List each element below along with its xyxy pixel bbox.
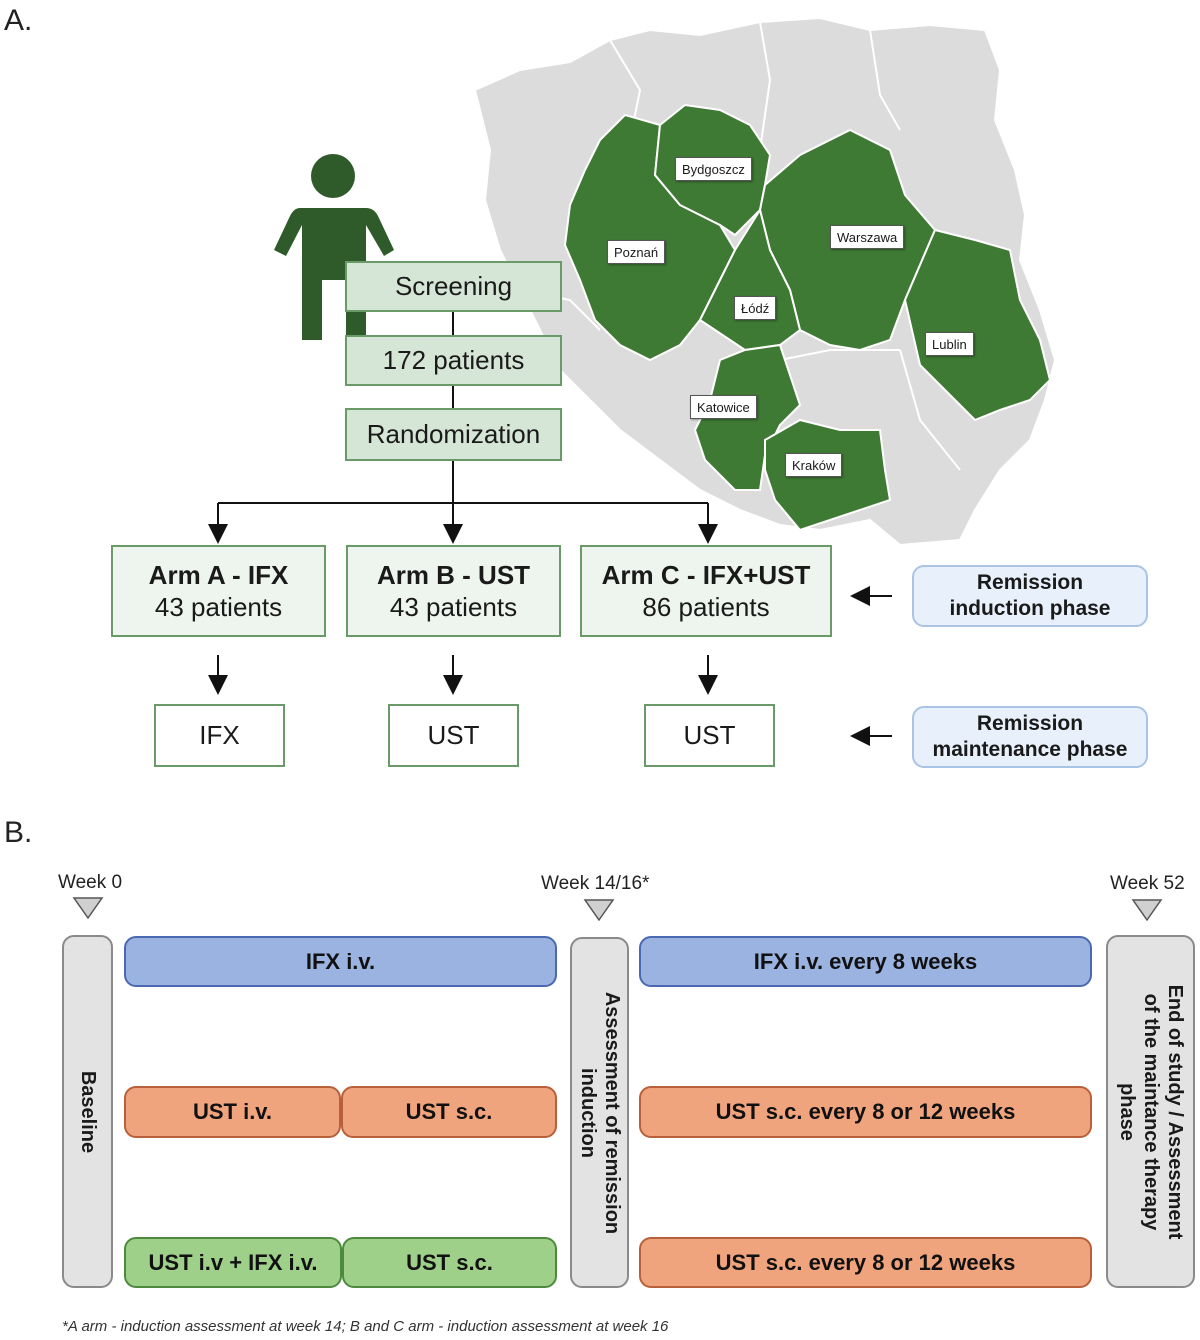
arm-b-maintenance-box: UST <box>388 704 519 767</box>
row2-maintenance-ust: UST s.c. every 8 or 12 weeks <box>639 1086 1092 1138</box>
week-0-marker <box>72 897 104 920</box>
assessment-induction-line1: Assessment of remission <box>600 991 623 1234</box>
arm-c-patients: 86 patients <box>642 592 770 622</box>
induction-phase-label: Remission induction phase <box>912 565 1148 627</box>
city-label-bydgoszcz: Bydgoszcz <box>675 157 752 181</box>
arm-c-maintenance-box: UST <box>644 704 775 767</box>
row3-induction-ust-sc: UST s.c. <box>342 1237 557 1288</box>
city-label-krakow: Kraków <box>785 453 843 477</box>
maintenance-phase-label: Remission maintenance phase <box>912 706 1148 768</box>
row3-induction-ust-ifx-iv: UST i.v + IFX i.v. <box>124 1237 342 1288</box>
arm-b-patients: 43 patients <box>389 592 518 622</box>
city-label-lublin: Lublin <box>925 332 974 356</box>
poland-map <box>274 16 1057 547</box>
week-14-16-label: Week 14/16* <box>541 873 650 894</box>
end-of-study-line2: of the maintance therapy <box>1139 993 1162 1230</box>
randomization-box: Randomization <box>345 408 562 461</box>
row1-maintenance-ifx: IFX i.v. every 8 weeks <box>639 936 1092 987</box>
city-label-poznan: Poznań <box>607 240 666 264</box>
flow-connectors <box>208 311 892 746</box>
induction-phase-line2: induction phase <box>949 597 1111 620</box>
arm-b-name: Arm B - UST <box>376 560 531 590</box>
week-markers <box>72 897 1163 922</box>
arm-b-box: Arm B - UST 43 patients <box>346 545 561 637</box>
patients-total-box: 172 patients <box>345 335 562 386</box>
week-52-label: Week 52 <box>1110 873 1185 894</box>
end-of-study-text: End of study / Assessment of the maintan… <box>1115 984 1187 1239</box>
city-label-lodz: Łódź <box>734 296 777 320</box>
maintenance-phase-line2: maintenance phase <box>932 738 1128 761</box>
end-of-study-bar: End of study / Assessment of the maintan… <box>1106 935 1195 1288</box>
row2-induction-ust-sc: UST s.c. <box>341 1086 557 1138</box>
arm-a-maintenance-box: IFX <box>154 704 285 767</box>
assessment-induction-text: Assessment of remission induction <box>576 991 624 1233</box>
week-52-marker <box>1131 899 1163 922</box>
baseline-text: Baseline <box>76 1070 99 1153</box>
assessment-induction-line2: induction <box>576 1067 599 1158</box>
screening-box: Screening <box>345 261 562 312</box>
region-lublin <box>903 228 1052 422</box>
arm-a-box: Arm A - IFX 43 patients <box>111 545 326 637</box>
end-of-study-line1: End of study / Assessment <box>1163 984 1186 1239</box>
row1-induction-ifx: IFX i.v. <box>124 936 557 987</box>
assessment-induction-bar: Assessment of remission induction <box>570 937 629 1288</box>
panel-a-label: A. <box>4 4 33 37</box>
end-of-study-line3: phase <box>1115 1082 1138 1141</box>
arm-c-name: Arm C - IFX+UST <box>601 560 811 590</box>
week-0-label: Week 0 <box>58 872 123 893</box>
induction-phase-line1: Remission <box>976 571 1084 594</box>
footnote: *A arm - induction assessment at week 14… <box>62 1318 669 1335</box>
arm-a-patients: 43 patients <box>154 592 283 622</box>
week-14-16-marker <box>583 899 615 922</box>
row2-induction-ust-iv: UST i.v. <box>124 1086 341 1138</box>
arm-a-name: Arm A - IFX <box>148 560 289 590</box>
city-label-katowice: Katowice <box>690 395 757 419</box>
row3-maintenance-ust: UST s.c. every 8 or 12 weeks <box>639 1237 1092 1288</box>
baseline-bar: Baseline <box>62 935 113 1288</box>
panel-b-label: B. <box>4 816 33 849</box>
arm-c-box: Arm C - IFX+UST 86 patients <box>580 545 832 637</box>
maintenance-phase-line1: Remission <box>976 712 1084 735</box>
city-label-warszawa: Warszawa <box>830 225 905 249</box>
